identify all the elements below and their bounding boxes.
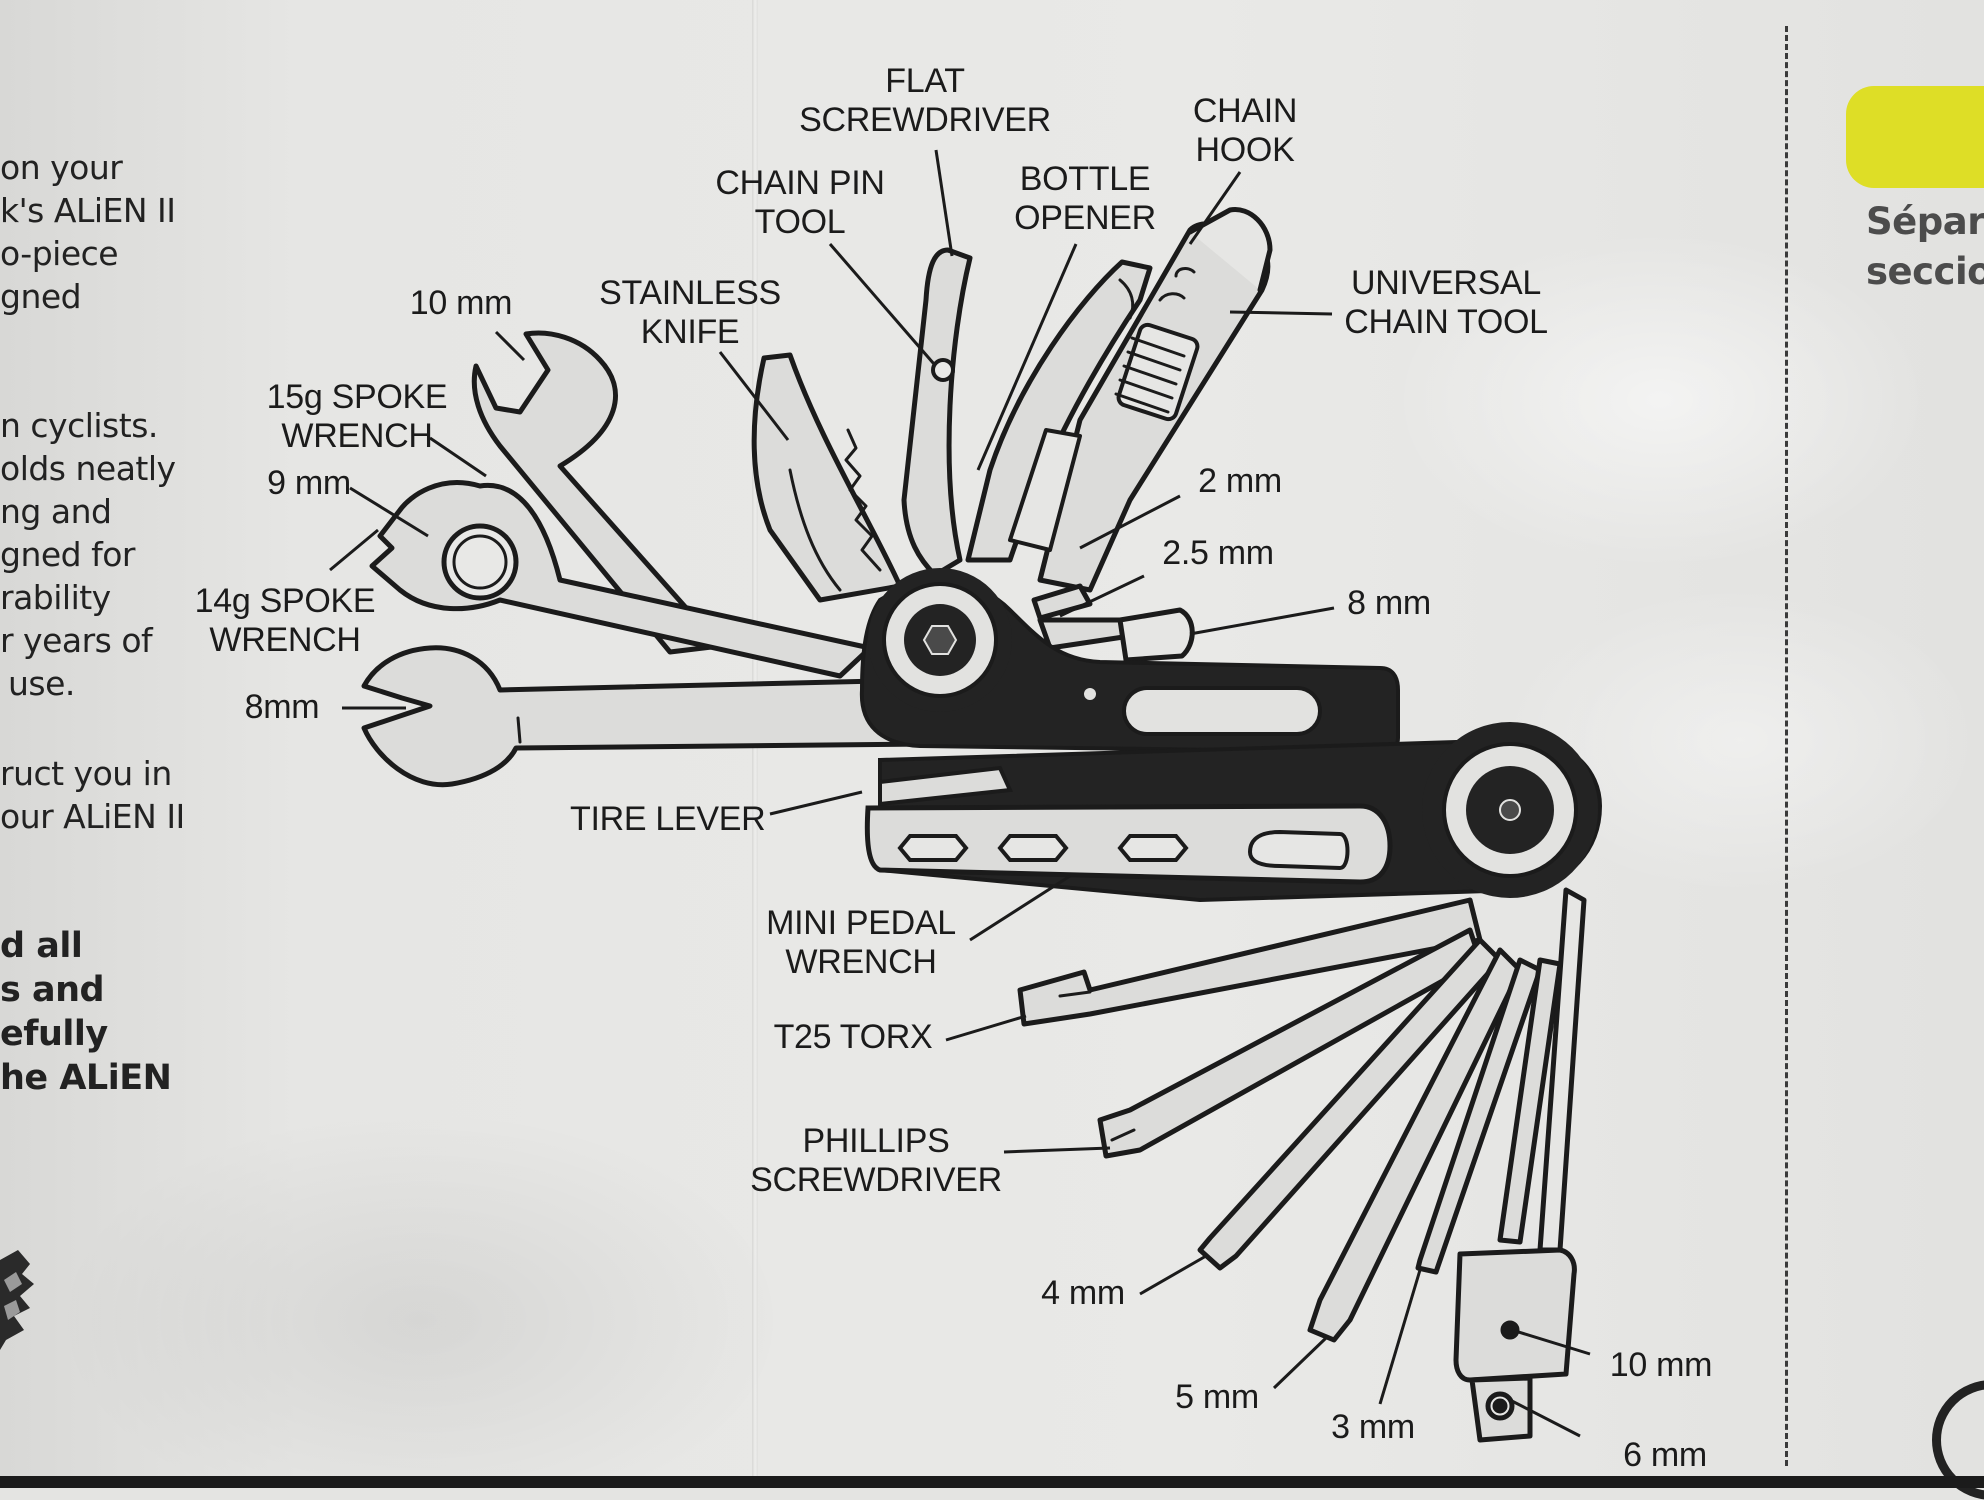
socket-10mm-tool: [1453, 1247, 1577, 1383]
label-hex-4mm: 4 mm: [1041, 1274, 1125, 1312]
left-paragraph-1: on your k's ALiEN II o-piece gned: [0, 148, 176, 316]
lower-pivot-bolt-icon: [1422, 722, 1598, 898]
label-socket-10mm: 10 mm: [1609, 1346, 1713, 1384]
label-hex-3mm: 3 mm: [1331, 1408, 1415, 1446]
label-t25-torx: T25 TORX: [773, 1018, 933, 1056]
label-universal-chain-tool: UNIVERSAL CHAIN TOOL: [1344, 264, 1548, 341]
label-hex-8mm: 8 mm: [1347, 584, 1431, 622]
stainless-knife-tool: [751, 352, 903, 603]
brand-logo-fragment-icon: [0, 1250, 34, 1350]
wrench-10mm-tool: [471, 330, 723, 655]
flat-screwdriver-tool: [901, 247, 973, 578]
hex-long-key-tool: [1497, 957, 1563, 1245]
dashed-cut-line: [1785, 26, 1788, 1466]
bottom-edge-strip: [0, 1476, 1984, 1488]
label-wrench-9mm: 9 mm: [267, 464, 351, 502]
label-mini-pedal-wrench: MINI PEDAL WRENCH: [766, 904, 956, 981]
left-bold-paragraph: d all s and efully he ALiEN: [0, 926, 172, 1098]
left-paragraph-3: ruct you in our ALiEN II: [0, 754, 185, 836]
tire-lever-tool: [878, 765, 1013, 807]
label-chain-hook: CHAIN HOOK: [1192, 92, 1298, 169]
language-tab: [1846, 86, 1984, 188]
label-hex-6mm: 6 mm: [1623, 1436, 1707, 1474]
label-hex-2-5mm: 2.5 mm: [1162, 534, 1274, 572]
label-flat-screwdriver: FLAT SCREWDRIVER: [799, 62, 1051, 139]
small-hex-keys: [1031, 583, 1195, 663]
t25-torx-tool: [1017, 897, 1483, 1027]
left-paragraph-2: n cyclists. olds neatly ng and gned for …: [0, 406, 176, 703]
label-chain-pin-tool: CHAIN PIN TOOL: [715, 164, 885, 241]
universal-chain-tool: [1008, 207, 1273, 593]
label-hex-2mm: 2 mm: [1198, 462, 1282, 500]
leader-lines: [329, 149, 1591, 1438]
label-stainless-knife: STAINLESS KNIFE: [599, 274, 781, 351]
label-bottle-opener: BOTTLE OPENER: [1014, 160, 1156, 237]
right-heading-line-1: Sépar: [1866, 200, 1984, 243]
wrench-8mm-tool: [361, 645, 933, 788]
label-wrench-8mm: 8mm: [244, 688, 320, 726]
label-spoke-wrench-15g: 15g SPOKE WRENCH: [266, 378, 448, 455]
label-hex-5mm: 5 mm: [1175, 1378, 1259, 1416]
lower-tool-fan: [1017, 887, 1587, 1443]
label-phillips-screwdriver: PHILLIPS SCREWDRIVER: [750, 1122, 1002, 1199]
right-heading-line-2: seccio: [1866, 250, 1984, 293]
upper-pivot-bolt-icon: [868, 568, 1012, 712]
label-spoke-wrench-14g: 14g SPOKE WRENCH: [194, 582, 376, 659]
label-wrench-10mm: 10 mm: [409, 284, 513, 322]
label-tire-lever: TIRE LEVER: [570, 800, 766, 838]
spoke-wrench-tool: [369, 480, 873, 679]
